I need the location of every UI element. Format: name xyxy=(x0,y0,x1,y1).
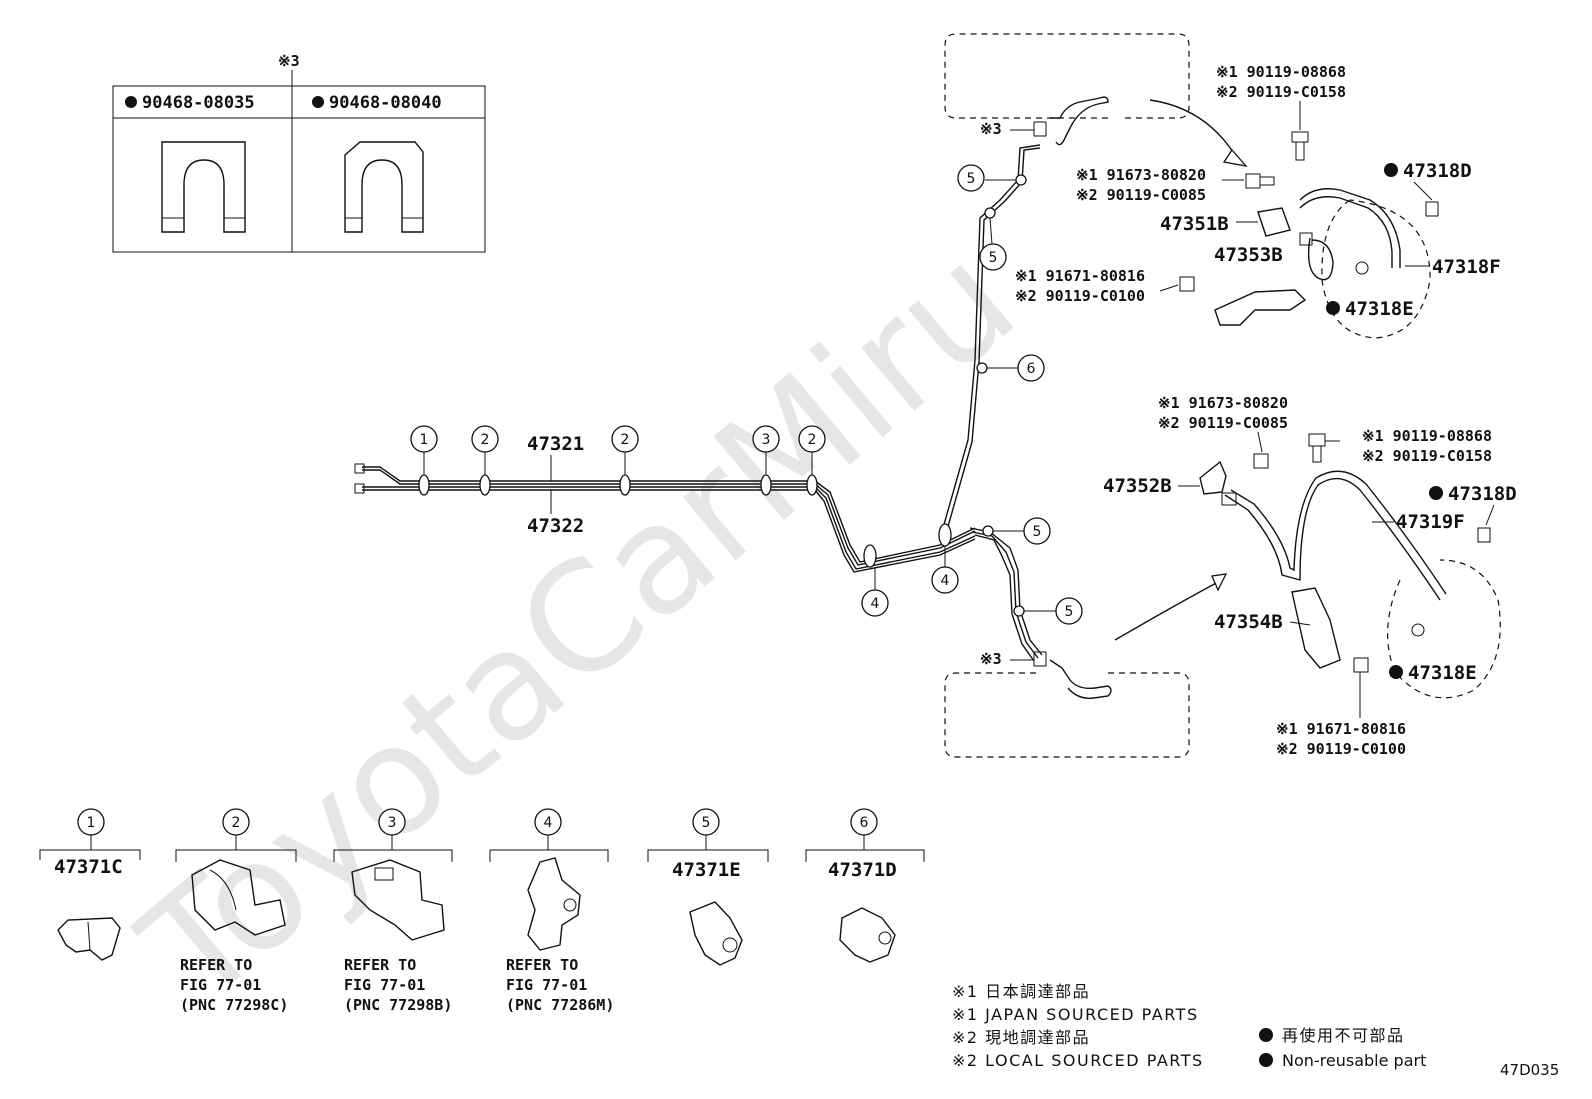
rear-bolt-a1: ※1 90119-08868 xyxy=(1362,427,1492,445)
clip3-ref-line1: REFER TO xyxy=(344,956,416,974)
svg-text:3: 3 xyxy=(388,815,397,831)
svg-text:4: 4 xyxy=(871,596,880,612)
clip4-ref-line1: REFER TO xyxy=(506,956,578,974)
clip-legend: 1 47371C 2 REFER TO FIG 77-01 (PNC 77298… xyxy=(39,808,925,1014)
rear-bolt-c1: ※1 91671-80816 xyxy=(1276,720,1406,738)
svg-text:4: 4 xyxy=(544,815,553,831)
rear-part-47318d: 47318D xyxy=(1448,483,1517,505)
front-bolt-a2: ※2 90119-C0158 xyxy=(1216,83,1346,101)
clip1-icon xyxy=(57,917,121,961)
clip2-ref-line2: FIG 77-01 xyxy=(180,976,261,994)
clip4-ref-line3: (PNC 77286M) xyxy=(506,996,614,1014)
front-part-47318f: 47318F xyxy=(1432,256,1501,278)
front-bolt-a1: ※1 90119-08868 xyxy=(1216,63,1346,81)
rear-bolt-b1: ※1 91673-80820 xyxy=(1158,394,1288,412)
svg-text:1: 1 xyxy=(420,432,429,448)
clip1-part: 47371C xyxy=(54,856,123,878)
clip4-ref-line2: FIG 77-01 xyxy=(506,976,587,994)
clip6-part: 47371D xyxy=(828,859,897,881)
svg-text:6: 6 xyxy=(860,815,869,831)
pipe-47321-label: 47321 xyxy=(527,433,584,455)
legend-nonreusable-en: Non-reusable part xyxy=(1282,1051,1426,1070)
non-reusable-dot-icon xyxy=(1429,486,1443,500)
non-reusable-dot-icon xyxy=(312,96,324,108)
diagram-code: 47D035 xyxy=(1500,1061,1559,1079)
shim-08035-icon xyxy=(161,141,246,233)
legend-local-en: ※2 LOCAL SOURCED PARTS xyxy=(952,1051,1204,1070)
clip4-icon xyxy=(527,857,581,951)
svg-text:1: 1 xyxy=(87,815,96,831)
clip5-part: 47371E xyxy=(672,859,741,881)
legend-japan-en: ※1 JAPAN SOURCED PARTS xyxy=(952,1005,1199,1024)
svg-text:5: 5 xyxy=(1033,524,1042,540)
notes-legend: ※1 日本調達部品 ※1 JAPAN SOURCED PARTS ※2 現地調達… xyxy=(952,982,1559,1079)
rear-part-47318e: 47318E xyxy=(1408,662,1477,684)
svg-text:4: 4 xyxy=(941,573,950,589)
clip3-icon xyxy=(351,859,445,941)
clip2-icon xyxy=(191,859,286,936)
clip-table-col1: 90468-08035 xyxy=(142,93,255,113)
non-reusable-dot-icon xyxy=(1326,301,1340,315)
svg-text:2: 2 xyxy=(232,815,241,831)
non-reusable-dot-icon xyxy=(1384,163,1398,177)
svg-text:2: 2 xyxy=(808,432,817,448)
clip3-ref-line3: (PNC 77298B) xyxy=(344,996,452,1014)
clip5-icon xyxy=(689,901,743,966)
rear-note3: ※3 xyxy=(980,650,1002,668)
front-bracket-47351b: 47351B xyxy=(1160,213,1229,235)
svg-text:2: 2 xyxy=(621,432,630,448)
front-bolt-b1: ※1 91673-80820 xyxy=(1076,166,1206,184)
rear-bracket-47354b: 47354B xyxy=(1214,611,1283,633)
front-bolt-c1: ※1 91671-80816 xyxy=(1015,267,1145,285)
front-part-47318d: 47318D xyxy=(1403,160,1472,182)
clip-table-note: ※3 xyxy=(278,52,300,70)
front-bolt-c2: ※2 90119-C0100 xyxy=(1015,287,1145,305)
front-body-outline: ※3 xyxy=(944,33,1190,146)
clip3-ref-line2: FIG 77-01 xyxy=(344,976,425,994)
pipe-47322-label: 47322 xyxy=(527,515,584,537)
brake-pipes xyxy=(354,144,1043,662)
legend-japan-jp: ※1 日本調達部品 xyxy=(952,982,1090,1001)
rear-hose-47319f: 47319F xyxy=(1396,511,1465,533)
non-reusable-dot-icon xyxy=(1389,665,1403,679)
svg-text:5: 5 xyxy=(702,815,711,831)
non-reusable-dot-icon xyxy=(125,96,137,108)
rear-assembly: ※1 91673-80820 ※2 90119-C0085 ※1 90119-0… xyxy=(1103,394,1517,758)
rear-arrow xyxy=(1114,581,1219,641)
front-arrow xyxy=(1149,99,1236,156)
svg-text:5: 5 xyxy=(967,171,976,187)
shim-08040-icon xyxy=(344,141,424,233)
clip2-ref-line1: REFER TO xyxy=(180,956,252,974)
svg-text:2: 2 xyxy=(481,432,490,448)
front-bolt-b2: ※2 90119-C0085 xyxy=(1076,186,1206,204)
clip-table: ※3 90468-08035 90468-08040 xyxy=(112,52,486,253)
clip6-icon xyxy=(839,907,896,963)
svg-text:5: 5 xyxy=(1065,604,1074,620)
front-bracket-47353b: 47353B xyxy=(1214,244,1283,266)
svg-text:6: 6 xyxy=(1027,361,1036,377)
rear-bolt-a2: ※2 90119-C0158 xyxy=(1362,447,1492,465)
non-reusable-dot-icon xyxy=(1259,1028,1273,1042)
rear-bolt-b2: ※2 90119-C0085 xyxy=(1158,414,1288,432)
front-note3: ※3 xyxy=(980,120,1002,138)
svg-text:3: 3 xyxy=(762,432,771,448)
legend-local-jp: ※2 現地調達部品 xyxy=(952,1028,1090,1047)
clip-table-col2: 90468-08040 xyxy=(329,93,442,113)
front-assembly: ※1 90119-08868 ※2 90119-C0158 ※1 91673-8… xyxy=(1015,63,1501,339)
legend-nonreusable-jp: 再使用不可部品 xyxy=(1282,1026,1405,1045)
non-reusable-dot-icon xyxy=(1259,1053,1273,1067)
pipe-callouts: 1 2 2 3 2 4 4 5 5 6 5 5 xyxy=(410,164,1083,625)
front-part-47318e: 47318E xyxy=(1345,298,1414,320)
rear-bracket-47352b: 47352B xyxy=(1103,475,1172,497)
clip2-ref-line3: (PNC 77298C) xyxy=(180,996,288,1014)
rear-bolt-c2: ※2 90119-C0100 xyxy=(1276,740,1406,758)
svg-text:5: 5 xyxy=(989,250,998,266)
rear-body-outline: ※3 xyxy=(944,650,1190,758)
